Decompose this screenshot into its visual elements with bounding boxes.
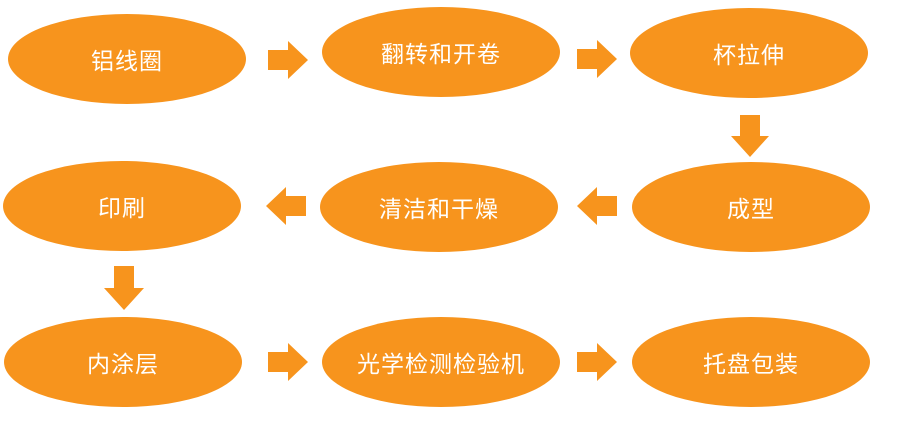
step-flip-uncoil: 翻转和开卷: [322, 7, 560, 97]
arrow-down-icon: [104, 266, 144, 310]
step-forming: 成型: [632, 162, 870, 252]
step-label: 成型: [727, 197, 775, 223]
arrow-right-icon: [577, 343, 617, 381]
step-label: 印刷: [98, 196, 146, 222]
step-cleaning-drying: 清洁和干燥: [320, 162, 558, 252]
step-label: 托盘包装: [703, 352, 799, 378]
arrow-right-icon: [268, 343, 308, 381]
step-optical-inspection: 光学检测检验机: [322, 317, 560, 407]
step-inner-coating: 内涂层: [4, 317, 242, 407]
step-label: 光学检测检验机: [357, 352, 525, 378]
step-printing: 印刷: [3, 161, 241, 251]
step-aluminum-coil: 铝线圈: [8, 14, 246, 104]
step-label: 清洁和干燥: [379, 197, 499, 223]
arrow-left-icon: [266, 187, 306, 225]
step-tray-packing: 托盘包装: [632, 317, 870, 407]
step-label: 铝线圈: [91, 49, 163, 75]
step-label: 杯拉伸: [713, 43, 785, 69]
arrow-left-icon: [577, 187, 617, 225]
step-cup-drawing: 杯拉伸: [630, 8, 868, 98]
step-label: 内涂层: [87, 352, 159, 378]
step-label: 翻转和开卷: [381, 42, 501, 68]
arrow-right-icon: [268, 41, 308, 79]
arrow-down-icon: [731, 115, 769, 157]
arrow-right-icon: [577, 40, 617, 78]
